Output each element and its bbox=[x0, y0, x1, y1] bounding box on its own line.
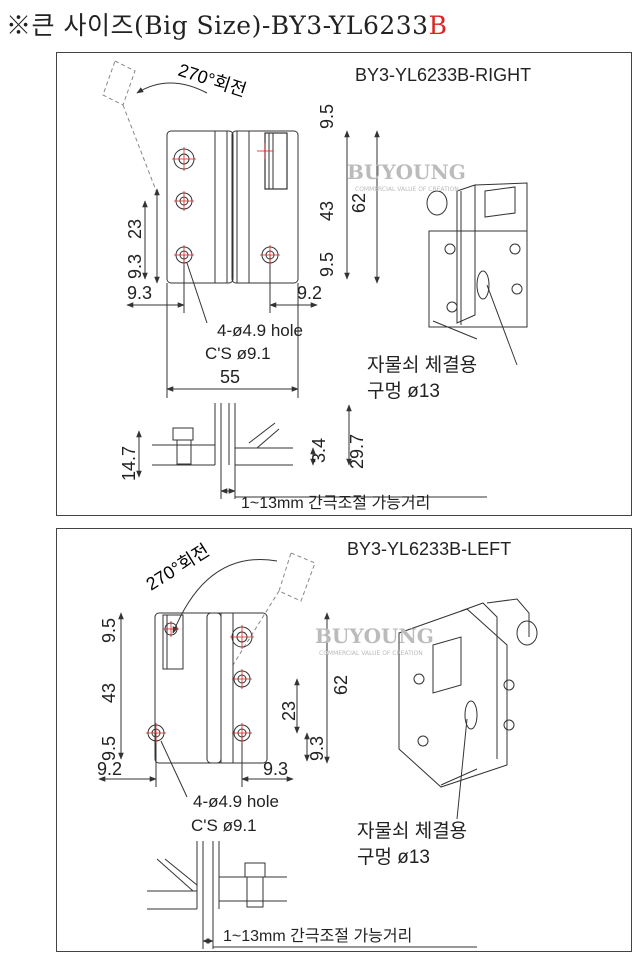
dim-hole-pitch-left: 23 bbox=[125, 219, 145, 239]
callout-line2: 구멍 ø13 bbox=[367, 380, 440, 402]
dim-leaf-gap: 3.4 bbox=[309, 438, 329, 463]
callout-line2: 구멍 ø13 bbox=[357, 846, 430, 868]
dim-total-height: 62 bbox=[349, 193, 369, 213]
rotation-label: 270°회전 bbox=[176, 60, 249, 101]
dim-total-height: 62 bbox=[331, 675, 351, 695]
dim-width: 55 bbox=[220, 367, 240, 387]
dim-top-offset: 9.5 bbox=[99, 618, 119, 643]
title-prefix: ※큰 사이즈(Big Size)-BY3-YL6233 bbox=[6, 11, 429, 40]
dim-thickness: 14.7 bbox=[119, 446, 139, 481]
dim-bottom-offset-right: 9.3 bbox=[307, 736, 327, 761]
model-name: BY3-YL6233B-LEFT bbox=[347, 539, 512, 559]
dim-bottom-offset-left: 9.5 bbox=[99, 736, 119, 761]
page-title: ※큰 사이즈(Big Size)-BY3-YL6233B bbox=[6, 6, 447, 42]
rotation-label: 270°회전 bbox=[143, 540, 213, 594]
callout-line1: 자물쇠 체결용 bbox=[367, 354, 477, 376]
dim-bottom-offset-right: 9.5 bbox=[317, 252, 337, 277]
dim-right-margin: 9.3 bbox=[263, 759, 288, 779]
dim-total-depth: 29.7 bbox=[347, 434, 367, 469]
cs-label: C'S ø9.1 bbox=[205, 344, 271, 363]
model-name: BY3-YL6233B-RIGHT bbox=[355, 65, 532, 85]
cs-label: C'S ø9.1 bbox=[191, 816, 257, 835]
dim-right-margin: 9.2 bbox=[297, 283, 322, 303]
title-suffix: B bbox=[428, 11, 448, 40]
watermark-tagline: COMMERCIAL VALUE OF CREATION bbox=[355, 186, 459, 193]
left-hinge-panel: BUYOUNG COMMERCIAL VALUE OF CREATION 270… bbox=[56, 528, 632, 952]
right-hinge-drawing: BUYOUNG COMMERCIAL VALUE OF CREATION 270… bbox=[102, 60, 528, 512]
gap-note: 1~13mm 간극조절 가능거리 bbox=[223, 927, 412, 945]
dim-top-offset: 9.5 bbox=[317, 104, 337, 129]
left-hinge-drawing: BUYOUNG COMMERCIAL VALUE OF CREATION 270… bbox=[97, 540, 538, 949]
hole-label: 4-ø4.9 hole bbox=[193, 792, 279, 811]
right-hinge-panel: BUYOUNG COMMERCIAL VALUE OF CREATION 270… bbox=[56, 52, 632, 516]
callout-line1: 자물쇠 체결용 bbox=[357, 820, 467, 842]
dim-left-margin: 9.3 bbox=[127, 283, 152, 303]
watermark-brand: BUYOUNG bbox=[347, 160, 466, 184]
gap-note: 1~13mm 간극조절 가능거리 bbox=[241, 494, 430, 512]
dim-mid-pitch: 43 bbox=[317, 201, 337, 221]
watermark-brand: BUYOUNG bbox=[315, 624, 434, 648]
dim-bottom-offset-left: 9.3 bbox=[125, 254, 145, 279]
dim-left-margin: 9.2 bbox=[97, 759, 122, 779]
dim-mid-pitch: 43 bbox=[99, 683, 119, 703]
watermark-tagline: COMMERCIAL VALUE OF CREATION bbox=[319, 650, 423, 657]
hole-label: 4-ø4.9 hole bbox=[217, 321, 303, 340]
dim-hole-pitch-right: 23 bbox=[279, 701, 299, 721]
